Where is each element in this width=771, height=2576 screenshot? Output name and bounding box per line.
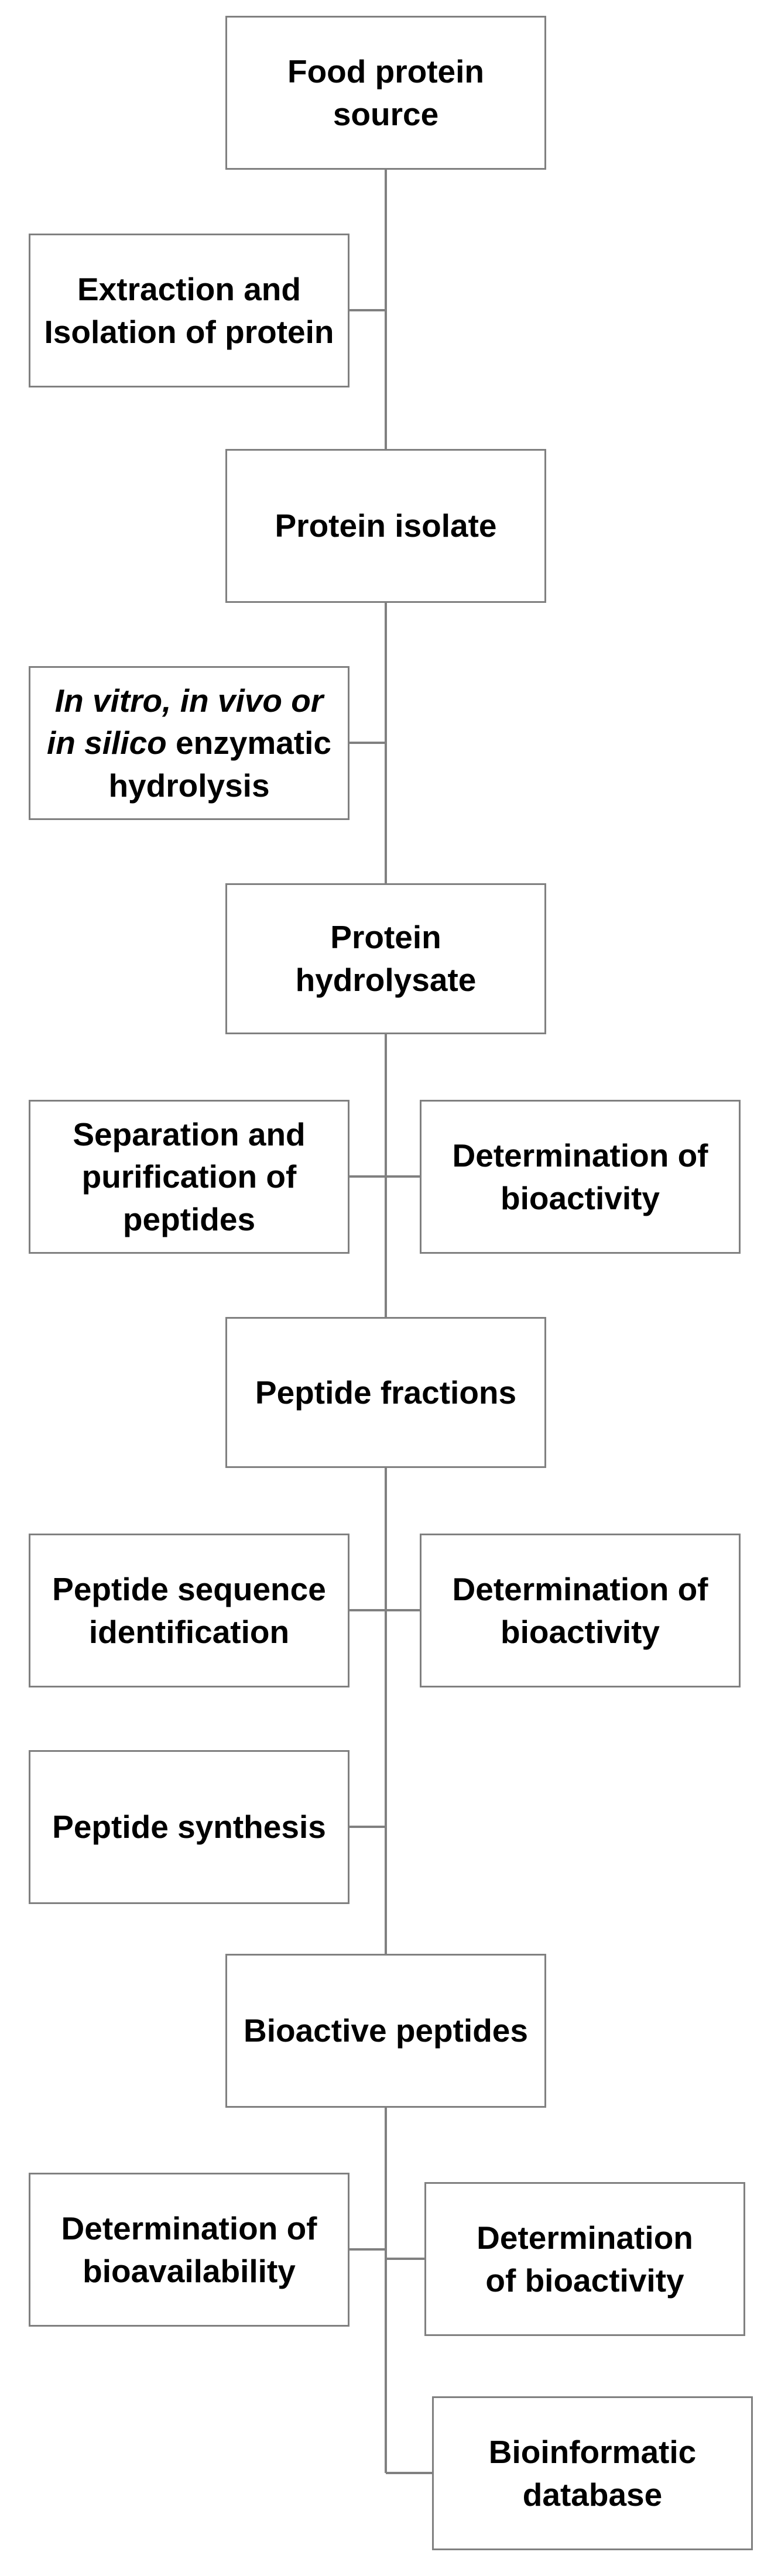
node-extraction-isolation: Extraction and Isolation of protein [29,234,349,387]
node-text: bioactivity [500,1179,660,1216]
node-text: purification of [81,1158,297,1195]
italic-text: in silico [46,725,167,762]
node-text: bioactivity [500,1613,660,1650]
node-text: Determination of [61,2210,317,2246]
node-text: Determination of [452,1137,708,1174]
node-determination-bioactivity-2: Determination of bioactivity [420,1534,741,1687]
node-text: database [522,2476,663,2513]
node-text: source [333,95,439,132]
node-bioinformatic-database: Bioinformatic database [432,2396,753,2550]
node-enzymatic-hydrolysis: In vitro, in vivo or in silico enzymatic… [29,666,349,820]
node-separation-purification: Separation and purification of peptides [29,1100,349,1254]
node-food-protein-source: Food protein source [225,16,546,170]
node-determination-bioactivity-1: Determination of bioactivity [420,1100,741,1254]
node-text: Food protein [287,53,485,90]
node-peptide-synthesis: Peptide synthesis [29,1750,349,1904]
node-text: identification [88,1613,290,1650]
node-determination-bioavailability: Determination of bioavailability [29,2173,349,2327]
italic-text: In vitro, in vivo or [54,682,324,719]
node-text: bioavailability [83,2252,296,2289]
node-text: Separation and [73,1116,306,1152]
node-text: In vitro, in vivo or [55,680,323,722]
node-text: Determination of [452,1570,708,1607]
node-text: of bioactivity [485,2262,684,2299]
node-text: Protein [330,919,441,956]
node-text: Peptide sequence [52,1570,326,1607]
node-text: Determination [477,2219,693,2256]
node-text: Peptide synthesis [52,1809,326,1846]
node-text: Protein isolate [275,507,497,544]
node-text: hydrolysis [108,767,270,804]
node-text: Extraction and [77,270,301,307]
node-peptide-fractions: Peptide fractions [225,1317,546,1468]
node-protein-isolate: Protein isolate [225,449,546,603]
node-text: Bioinformatic [488,2433,697,2470]
node-protein-hydrolysate: Protein hydrolysate [225,883,546,1034]
node-determination-bioactivity-3: Determination of bioactivity [424,2182,745,2336]
node-text: Bioactive peptides [244,2012,528,2049]
node-text: enzymatic [166,725,331,762]
node-text: peptides [122,1200,256,1237]
node-text: Isolation of protein [44,313,334,350]
node-text: hydrolysate [295,962,477,998]
node-bioactive-peptides: Bioactive peptides [225,1954,546,2108]
node-text: in silico enzymatic [47,722,331,764]
node-sequence-identification: Peptide sequence identification [29,1534,349,1687]
node-text: Peptide fractions [255,1374,517,1411]
